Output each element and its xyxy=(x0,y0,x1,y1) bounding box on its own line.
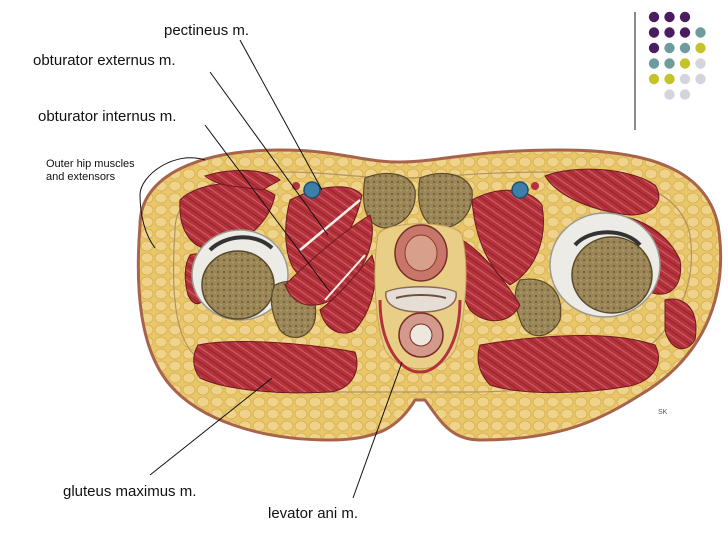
decor-dot-teal xyxy=(679,42,691,54)
left-joint-cartilage xyxy=(208,235,274,252)
right-joint-cartilage xyxy=(573,230,642,247)
left-lateral-muscle xyxy=(203,169,281,191)
vagina xyxy=(385,286,457,313)
label-pectineus: pectineus m. xyxy=(164,22,250,39)
decor-dot-purple xyxy=(679,11,691,23)
decor-dot-purple xyxy=(648,42,660,54)
right-femoral-vessel xyxy=(511,181,529,199)
decor-dot-purple xyxy=(664,27,675,38)
decor-dot-grid xyxy=(648,11,706,100)
left-obturator-internus xyxy=(319,253,376,334)
decor-dot-yellow xyxy=(664,73,675,85)
right-femoral-artery xyxy=(531,182,539,190)
levator-ani-leader xyxy=(352,361,403,499)
gluteus-maximus-leader xyxy=(149,377,273,476)
decor-dot-yellow xyxy=(648,73,660,85)
decor-dot-purple xyxy=(648,27,660,38)
levator-ani-sling xyxy=(378,299,462,374)
left-tendon-stripe xyxy=(324,254,366,301)
right-lateral-muscle xyxy=(664,298,697,350)
right-gluteus-maximus xyxy=(477,335,659,394)
left-femoral-vessel xyxy=(303,181,321,199)
decor-dot-purple xyxy=(648,11,660,23)
right-femoral-head xyxy=(571,236,653,314)
obturator-internus-leader xyxy=(204,124,331,293)
label-obturator-internus: obturator internus m. xyxy=(38,108,177,125)
left-femoral-artery xyxy=(292,182,300,190)
decor-dot-purple xyxy=(664,11,675,23)
decor-dot-gray xyxy=(664,89,675,100)
left-tendon-stripe xyxy=(299,199,361,251)
left-gluteus-maximus xyxy=(193,341,358,394)
outer-hip-bracket xyxy=(139,157,206,249)
label-obturator-externus: obturator externus m. xyxy=(33,52,176,69)
rectum-lumen xyxy=(409,323,433,347)
decor-dot-teal xyxy=(695,27,706,38)
decor-dot-yellow xyxy=(679,58,691,69)
right-pubic-bone xyxy=(418,172,473,229)
decor-dot-gray xyxy=(695,58,706,69)
vagina-lumen xyxy=(395,294,447,299)
right-lateral-muscle xyxy=(544,168,660,216)
decor-dot-teal xyxy=(664,58,675,69)
decor-dot-teal xyxy=(664,42,675,54)
decor-dot-yellow xyxy=(695,42,706,54)
decor-dot-teal xyxy=(648,58,660,69)
decor-divider-line xyxy=(634,12,636,130)
decor-dot-gray xyxy=(679,89,691,100)
left-femoral-head xyxy=(201,250,275,320)
obturator-externus-leader xyxy=(209,71,329,236)
label-levator-ani: levator ani m. xyxy=(268,505,359,522)
artist-signature: SK xyxy=(658,409,668,416)
label-outer-hip: Outer hip muscles and extensors xyxy=(46,158,135,183)
pectineus-leader xyxy=(239,39,323,191)
urethra-lumen xyxy=(404,234,438,272)
decor-dot-gray xyxy=(695,73,706,85)
decor-dot-purple xyxy=(679,27,691,38)
label-gluteus-maximus: gluteus maximus m. xyxy=(63,483,197,500)
left-pubic-bone xyxy=(362,172,416,229)
decor-dot-gray xyxy=(679,73,691,85)
